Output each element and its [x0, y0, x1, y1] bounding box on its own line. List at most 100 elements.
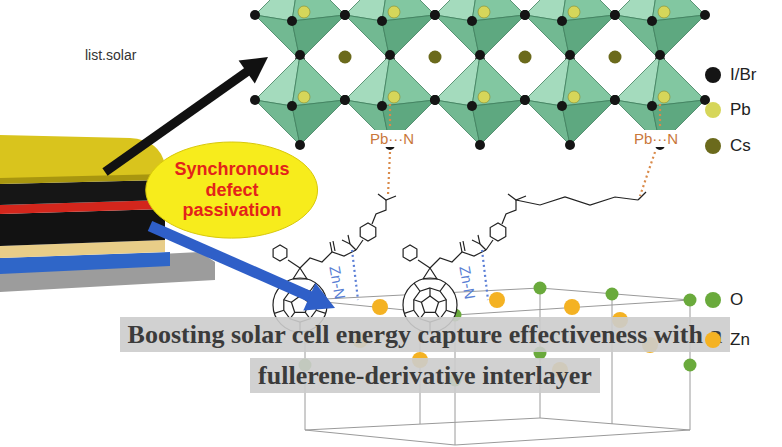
swatch-dot — [705, 292, 721, 308]
halide-atom — [520, 95, 530, 105]
chain-bond — [480, 244, 486, 250]
halide-atom — [700, 10, 710, 20]
cage-bond — [414, 283, 420, 291]
benzene-ring — [490, 223, 506, 241]
o-atom — [684, 359, 697, 372]
o-atom — [534, 282, 547, 295]
octahedron-face — [435, 15, 480, 60]
halide-atom — [340, 10, 350, 20]
pb-atom — [388, 91, 400, 103]
octahedron-face — [562, 100, 615, 145]
cage-bond — [274, 310, 284, 313]
chain-bond — [342, 235, 350, 244]
chain-bond — [330, 242, 332, 252]
legend-entry: Zn — [704, 330, 750, 350]
halide-atom — [520, 95, 530, 105]
legend-entry: Pb — [704, 100, 751, 120]
legend-text: I/Br — [730, 65, 756, 85]
octahedron-face — [525, 15, 570, 60]
halide-atom — [295, 50, 305, 60]
octahedron-face — [345, 15, 390, 60]
halide-atom — [475, 140, 485, 150]
legend-text: O — [730, 290, 743, 310]
bond-label: Zn-N — [457, 264, 480, 300]
halide-atom — [475, 50, 485, 60]
halide-atom — [340, 95, 350, 105]
arrow-head — [239, 57, 268, 84]
zn-atom — [489, 292, 505, 308]
lattice-frame — [612, 294, 613, 424]
oval-text: Synchronous defect passivation — [174, 159, 289, 221]
coordination-bond — [389, 104, 391, 127]
pb-atom — [298, 6, 310, 18]
octahedron-face — [562, 15, 615, 60]
bond-label: Pb···N — [368, 130, 416, 147]
halide-atom — [295, 140, 305, 150]
coordination-bond — [640, 152, 655, 196]
halide-atom — [467, 16, 477, 26]
halide-atom — [655, 50, 665, 60]
chain-bond — [516, 197, 638, 205]
cage-bond — [446, 310, 456, 313]
swatch-dot — [705, 332, 721, 348]
chain-bond — [460, 242, 462, 252]
halide-atom — [430, 10, 440, 20]
pb-atom — [658, 91, 670, 103]
swatch-dot — [705, 67, 721, 83]
chain-bond — [378, 194, 396, 200]
headline-text: Boosting solar cell energy capture effec… — [120, 317, 731, 393]
halide-atom — [377, 16, 387, 26]
legend-swatch — [704, 66, 722, 84]
benzene-ring — [403, 245, 417, 261]
halide-atom — [377, 101, 387, 111]
halide-atom — [565, 140, 575, 150]
halide-atom — [610, 95, 620, 105]
black-layer — [0, 180, 165, 205]
chain-bond — [372, 200, 386, 224]
cage-bond — [429, 288, 430, 296]
chain-bond — [463, 241, 465, 251]
passivation-oval: Synchronous defect passivation — [144, 140, 319, 240]
zn-atom — [372, 299, 388, 315]
pb-atom — [568, 6, 580, 18]
octahedron-face — [472, 55, 525, 106]
octahedron-face — [382, 15, 435, 60]
chain-bond — [423, 268, 437, 279]
cage-bond — [440, 283, 446, 291]
oval-fill — [146, 142, 318, 238]
legend-swatch — [704, 137, 722, 155]
coordination-bond — [388, 152, 390, 195]
chain-bond — [300, 250, 356, 268]
chain-bond — [430, 250, 486, 268]
octahedron-face — [382, 55, 435, 106]
octahedron-face — [255, 100, 300, 145]
chain-bond — [508, 194, 526, 200]
cage-bond — [316, 310, 326, 313]
halide-atom — [430, 95, 440, 105]
benzene-ring — [360, 223, 376, 241]
lattice-frame — [305, 288, 690, 315]
halide-atom — [520, 10, 530, 20]
halide-atom — [430, 10, 440, 20]
pb-atom — [478, 91, 490, 103]
bond-label: Pb···N — [632, 130, 680, 147]
swatch-dot — [705, 138, 721, 154]
chain-bond — [486, 240, 493, 250]
bond-label: Zn-N — [327, 264, 350, 300]
perovskite-lattice — [250, 0, 710, 150]
chain-bond — [638, 192, 646, 200]
pb-atom — [478, 6, 490, 18]
coordination-bond — [482, 250, 488, 300]
halide-atom — [557, 101, 567, 111]
substrate-layer — [0, 252, 215, 292]
pb-atom — [568, 91, 580, 103]
cage-bond — [404, 310, 414, 313]
legend-swatch — [704, 291, 722, 309]
octahedron-face — [292, 55, 345, 106]
pb-atom — [388, 6, 400, 18]
halide-atom — [565, 50, 575, 60]
chain-bond — [356, 240, 363, 250]
legend-text: Pb — [730, 100, 751, 120]
halide-atom — [520, 10, 530, 20]
